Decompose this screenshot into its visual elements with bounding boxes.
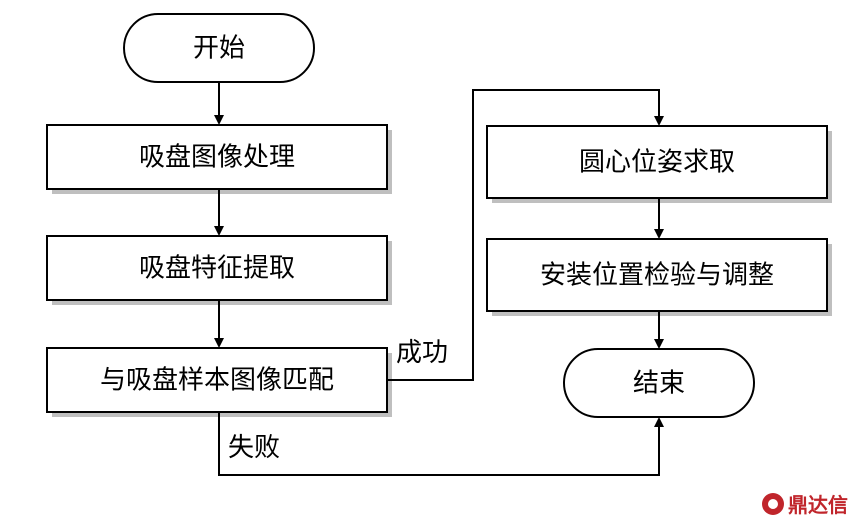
edge-label-success: 成功	[396, 338, 448, 368]
process-image-processing: 吸盘图像处理	[46, 124, 392, 194]
edge-label-failure: 失败	[228, 433, 280, 463]
pose-solving-label: 圆心位姿求取	[579, 148, 735, 178]
start-terminal: 开始	[123, 13, 315, 83]
brand-logo-icon	[762, 492, 784, 515]
edge-success-to-pose	[387, 89, 664, 381]
process-template-matching: 与吸盘样本图像匹配	[46, 347, 392, 417]
image-processing-label: 吸盘图像处理	[139, 143, 295, 173]
process-feature-extraction: 吸盘特征提取	[46, 235, 392, 305]
edge-failure-to-end	[218, 412, 664, 476]
watermark-text: 鼎达信	[788, 493, 848, 517]
end-label: 结束	[633, 369, 685, 399]
template-matching-label: 与吸盘样本图像匹配	[100, 366, 334, 396]
watermark-logo: 鼎达信	[762, 489, 848, 518]
process-install-check: 安装位置检验与调整	[486, 238, 832, 316]
end-terminal: 结束	[563, 348, 755, 418]
install-check-label: 安装位置检验与调整	[540, 261, 774, 291]
feature-extraction-label: 吸盘特征提取	[139, 254, 295, 284]
start-label: 开始	[193, 34, 245, 64]
process-pose-solving: 圆心位姿求取	[486, 125, 832, 203]
